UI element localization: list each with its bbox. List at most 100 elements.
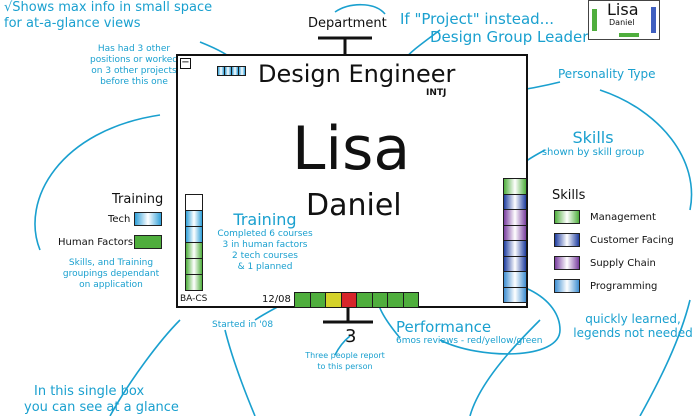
quickly-line-2: legends not needed xyxy=(573,326,693,340)
prior-positions-note: Has had 3 other positions or worked on 3… xyxy=(78,44,190,88)
train-segment xyxy=(185,274,203,291)
thumbnail-first-name: Lisa xyxy=(607,0,639,19)
perf-segment xyxy=(402,292,419,308)
summary-line-1: √Shows max info in small space xyxy=(4,0,213,15)
perf-segment xyxy=(340,292,357,308)
start-date: 12/08 xyxy=(262,294,291,305)
quickly-note: quickly learned, legends not needed xyxy=(566,312,700,340)
reports-line: to this person xyxy=(317,362,373,371)
perf-segment xyxy=(294,292,311,308)
train-segment xyxy=(185,242,203,259)
right-sweep xyxy=(599,89,693,211)
last-name: Daniel xyxy=(306,188,402,223)
project-note: If "Project" instead... Design Group Lea… xyxy=(400,10,588,46)
performance-row xyxy=(294,292,419,308)
perf-segment xyxy=(371,292,388,308)
collapse-button[interactable]: − xyxy=(180,57,191,69)
thumbnail-skills-bar xyxy=(651,7,656,33)
perf-segment xyxy=(325,292,342,308)
training-note: Training Completed 6 courses 3 in human … xyxy=(210,210,320,273)
skills-legend-item: Programming xyxy=(554,279,657,293)
training-note-line: Completed 6 courses xyxy=(217,229,313,239)
job-title: Design Engineer xyxy=(258,60,456,88)
training-legend-hf-label: Human Factors xyxy=(58,237,134,248)
prior-positions-line: before this one xyxy=(100,77,168,87)
skills-legend-title: Skills xyxy=(552,188,586,203)
training-legend-tech-swatch xyxy=(134,212,162,226)
training-legend-hf-swatch xyxy=(134,235,162,249)
skills-note-sub: shown by skill group xyxy=(541,147,645,158)
prior-positions-indicator xyxy=(217,66,246,76)
bottom-left-sweep xyxy=(109,319,181,416)
groupings-note: Skills, and Training groupings dependant… xyxy=(56,258,166,291)
personality-type: INTJ xyxy=(426,88,447,98)
thumbnail-card[interactable]: Lisa Daniel xyxy=(588,0,660,40)
skills-legend-swatch xyxy=(554,279,580,293)
quickly-line-1: quickly learned, xyxy=(585,312,681,326)
perf-segment xyxy=(356,292,373,308)
performance-note: Performance 6mos reviews - red/yellow/gr… xyxy=(396,318,543,346)
groupings-line: groupings dependant xyxy=(62,269,160,279)
summary-note: √Shows max info in small space for at-a-… xyxy=(4,0,212,32)
performance-note-sub: 6mos reviews - red/yellow/green xyxy=(396,336,543,346)
training-note-line: & 1 planned xyxy=(237,262,293,272)
project-line-2: Design Group Leader xyxy=(430,28,589,46)
thumbnail-last-name: Daniel xyxy=(609,18,635,27)
direct-reports-count: 3 xyxy=(345,326,357,347)
performance-note-title: Performance xyxy=(396,318,492,336)
skills-segment xyxy=(503,193,527,210)
skills-segment xyxy=(503,240,527,257)
groupings-line: Skills, and Training xyxy=(68,258,154,268)
bottom-left-note: In this single box you can see at a glan… xyxy=(24,384,179,416)
train-segment xyxy=(185,226,203,243)
perf-segment xyxy=(387,292,404,308)
train-segment xyxy=(185,194,203,211)
skills-legend-label: Supply Chain xyxy=(590,257,656,269)
skills-legend-label: Management xyxy=(590,211,656,223)
skills-legend-item: Management xyxy=(554,210,656,224)
groupings-line: on application xyxy=(79,280,143,290)
skills-legend-swatch xyxy=(554,256,580,270)
skills-legend-label: Programming xyxy=(590,280,658,292)
skills-note: Skills shown by skill group xyxy=(538,128,648,158)
summary-line-2: for at-a-glance views xyxy=(4,16,141,31)
personality-note: Personality Type xyxy=(558,67,656,81)
skills-legend-item: Supply Chain xyxy=(554,256,656,270)
skills-segment xyxy=(503,286,527,303)
bottom-mid-sweep xyxy=(224,329,256,416)
training-legend-title: Training xyxy=(112,192,164,207)
skills-legend-swatch xyxy=(554,233,580,247)
skills-segment xyxy=(503,178,527,195)
skills-legend-item: Customer Facing xyxy=(554,233,674,247)
far-right-sweep xyxy=(639,299,691,416)
reports-line: Three people report xyxy=(305,351,385,360)
bottom-right-sweep xyxy=(469,319,541,416)
skills-segment xyxy=(503,224,527,241)
project-line-1: If "Project" instead... xyxy=(400,10,554,28)
skills-legend-swatch xyxy=(554,210,580,224)
perf-segment xyxy=(309,292,326,308)
department-arrow xyxy=(334,3,386,15)
skills-segment xyxy=(503,271,527,288)
bottom-left-line-1: In this single box xyxy=(34,384,145,399)
thumbnail-performance-bar xyxy=(619,33,639,37)
training-note-line: 2 tech courses xyxy=(232,251,298,261)
prior-segment xyxy=(238,66,246,76)
training-legend-tech-label: Tech xyxy=(108,214,131,225)
reports-note: Three people report to this person xyxy=(300,350,390,372)
skills-stack xyxy=(503,178,527,303)
skills-segment xyxy=(503,255,527,272)
training-stack xyxy=(185,194,203,291)
training-note-title: Training xyxy=(233,210,297,229)
training-note-line: 3 in human factors xyxy=(222,240,308,250)
started-note: Started in '08 xyxy=(212,320,274,330)
left-sweep xyxy=(34,114,161,251)
employee-card[interactable]: − Design Engineer INTJ Lisa Daniel BA-CS… xyxy=(176,54,528,308)
prior-positions-line: positions or worked xyxy=(90,55,178,65)
first-name: Lisa xyxy=(292,114,411,184)
location-code: BA-CS xyxy=(180,294,208,304)
thumbnail-training-bar xyxy=(592,9,597,31)
prior-positions-line: Has had 3 other xyxy=(97,44,171,54)
skills-segment xyxy=(503,209,527,226)
